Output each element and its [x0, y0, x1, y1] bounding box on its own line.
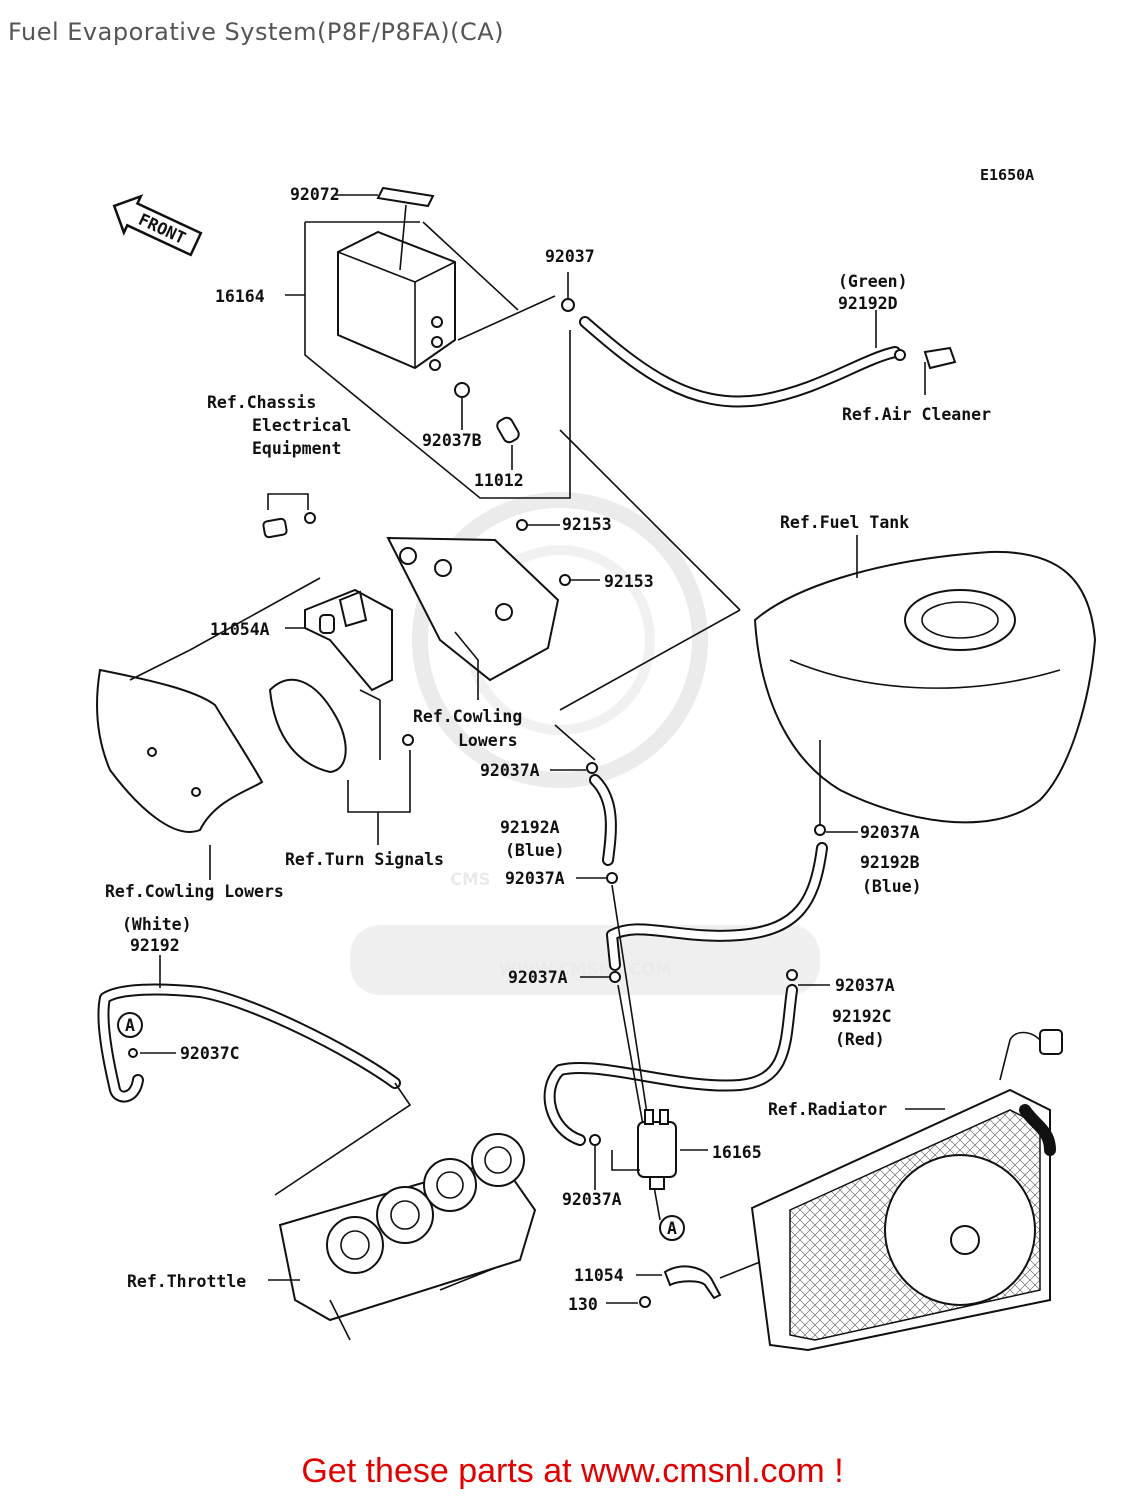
label-ref-radiator: Ref.Radiator: [768, 1100, 887, 1119]
label-red: (Red): [835, 1030, 885, 1049]
connector-chassis: [262, 512, 316, 539]
label-ref-chassis-1: Ref.Chassis: [207, 393, 316, 412]
label-ref-cowling-lowers: Ref.Cowling Lowers: [105, 882, 284, 901]
label-92072: 92072: [290, 185, 340, 204]
label-92037A-r2: 92037A: [835, 976, 895, 995]
bolt-92153-a[interactable]: [516, 519, 528, 531]
label-ref-cowling-1: Ref.Cowling: [413, 707, 522, 726]
label-ref-chassis-2: Electrical: [252, 416, 351, 435]
svg-text:A: A: [667, 1219, 677, 1238]
bolt-130[interactable]: [639, 1296, 651, 1308]
footer-link[interactable]: Get these parts at www.cmsnl.com !: [301, 1452, 844, 1490]
label-white: (White): [122, 915, 192, 934]
label-16165: 16165: [712, 1143, 762, 1162]
clamp-92037B[interactable]: [454, 382, 470, 398]
label-blue-a: (Blue): [505, 841, 565, 860]
svg-text:A: A: [125, 1016, 135, 1035]
label-green: (Green): [838, 272, 908, 291]
label-92037A-r1: 92037A: [860, 823, 920, 842]
throttle-bodies: [278, 1133, 537, 1341]
canister-16164[interactable]: [337, 230, 456, 371]
clamp-92037[interactable]: [561, 298, 575, 312]
bracket-11054A[interactable]: [304, 588, 393, 692]
hose-92192A[interactable]: [589, 774, 617, 866]
label-11054: 11054: [574, 1266, 624, 1285]
radiator: [750, 1029, 1063, 1352]
label-92037A-2: 92037A: [505, 869, 565, 888]
bolt-92153-b[interactable]: [559, 574, 571, 586]
label-92037A-4: 92037A: [562, 1190, 622, 1209]
label-ref-chassis-3: Equipment: [252, 439, 341, 458]
fuel-tank: [753, 550, 1097, 824]
label-11054A: 11054A: [210, 620, 270, 639]
label-92037C: 92037C: [180, 1044, 240, 1063]
watermark-url: WWW.CMSNL.COM: [498, 960, 671, 979]
label-92037B: 92037B: [422, 431, 482, 450]
cap-11012[interactable]: [495, 416, 521, 445]
label-ref-throttle: Ref.Throttle: [127, 1272, 246, 1291]
label-blue-b: (Blue): [862, 877, 922, 896]
label-16164: 16164: [215, 287, 265, 306]
label-130: 130: [568, 1295, 598, 1314]
clamp-11054[interactable]: [663, 1265, 722, 1300]
cowling-lower: [96, 668, 264, 833]
label-92153-a: 92153: [562, 515, 612, 534]
air-cleaner-fitting: [894, 346, 957, 370]
hose-92192B[interactable]: [606, 842, 828, 971]
label-92192C: 92192C: [832, 1007, 892, 1026]
hose-92192D[interactable]: [579, 316, 901, 408]
label-11012: 11012: [474, 471, 524, 490]
label-92153-b: 92153: [604, 572, 654, 591]
label-92037: 92037: [545, 247, 595, 266]
clamp-92037A-4[interactable]: [589, 1134, 601, 1146]
circle-a-marker-1: A: [117, 1012, 143, 1038]
label-92192B: 92192B: [860, 853, 920, 872]
parts-diagram: CMS WWW.CMSNL.COM FRONT E1650A: [96, 166, 1097, 1352]
clamp-92037C[interactable]: [128, 1048, 138, 1058]
diagram-code: E1650A: [980, 166, 1034, 184]
turn-signal: [268, 678, 414, 774]
hose-92192C[interactable]: [543, 984, 798, 1146]
label-ref-cowling-2: Lowers: [458, 731, 518, 750]
circle-a-marker-2: A: [659, 1215, 685, 1241]
label-ref-turn-signals: Ref.Turn Signals: [285, 850, 444, 869]
clamp-92037A-2[interactable]: [606, 872, 618, 884]
front-arrow-icon: FRONT: [112, 194, 203, 257]
label-92192: 92192: [130, 936, 180, 955]
label-ref-air-cleaner: Ref.Air Cleaner: [842, 405, 991, 424]
footer-banner: Get these parts at www.cmsnl.com !: [0, 1452, 1145, 1491]
watermark-logo: CMS: [450, 870, 490, 889]
hose-92192[interactable]: [97, 983, 401, 1103]
clamp-92037A-r1[interactable]: [814, 824, 826, 836]
cowling-bracket: [386, 536, 560, 682]
label-92192A: 92192A: [500, 818, 560, 837]
label-92037A-1: 92037A: [480, 761, 540, 780]
label-ref-fuel-tank: Ref.Fuel Tank: [780, 513, 909, 532]
filter-16165[interactable]: [637, 1109, 677, 1190]
clamp-92037A-1[interactable]: [586, 762, 598, 774]
strap-92072[interactable]: [376, 186, 435, 271]
label-92037A-3: 92037A: [508, 968, 568, 987]
clamp-92037A-r2[interactable]: [786, 969, 798, 981]
clamp-92037A-3[interactable]: [609, 971, 621, 983]
page-title: Fuel Evaporative System(P8F/P8FA)(CA): [8, 18, 505, 46]
label-92192D: 92192D: [838, 294, 898, 313]
